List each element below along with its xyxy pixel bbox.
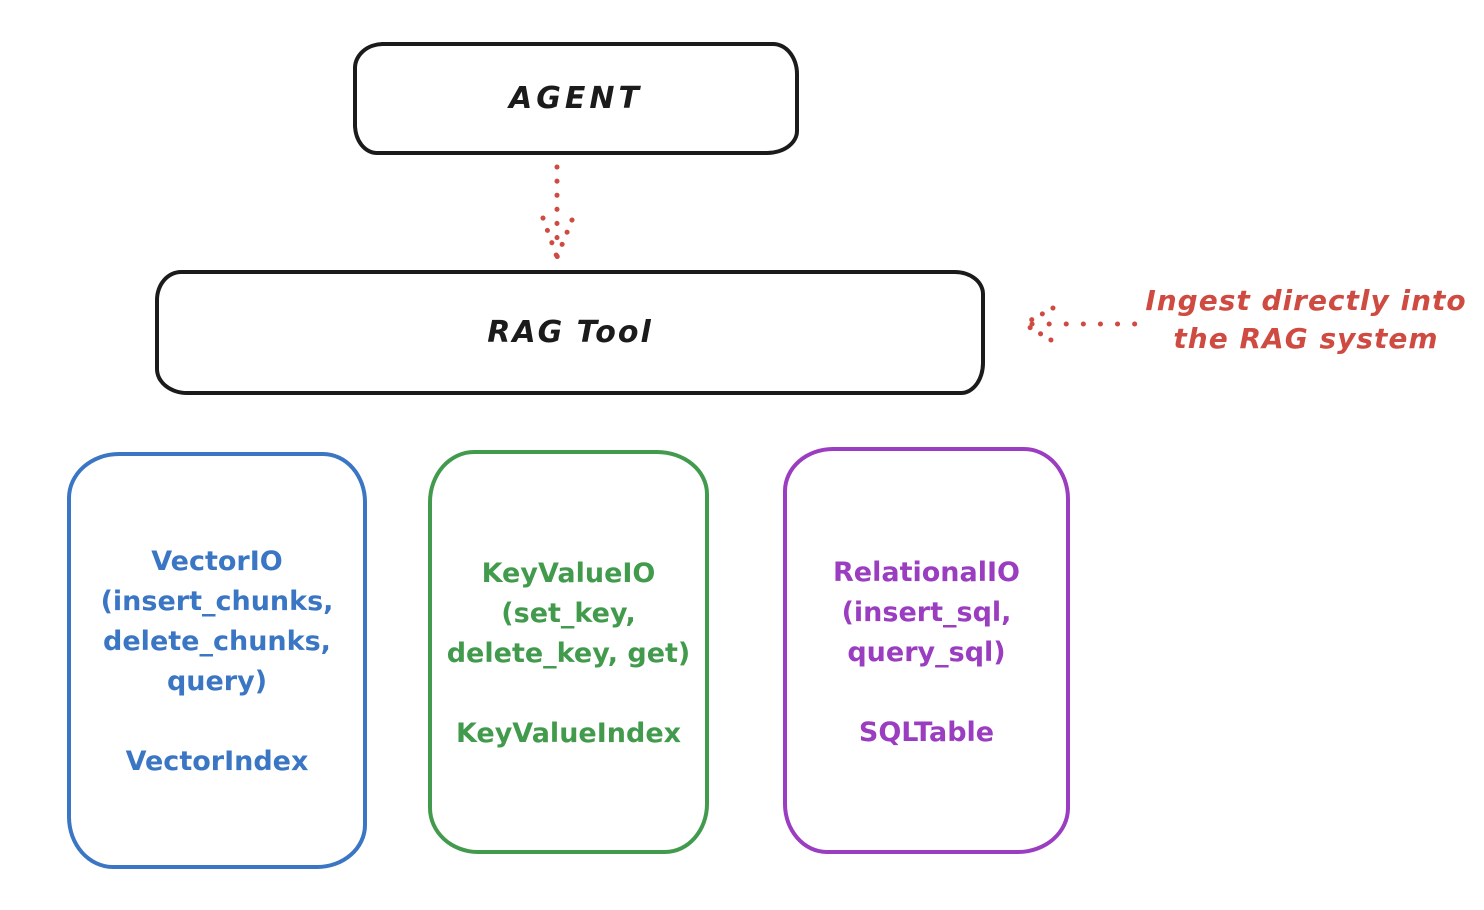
agent-label: AGENT: [509, 81, 643, 116]
rag-tool-box: RAG Tool: [155, 270, 985, 395]
vectorio-index-label: VectorIndex: [125, 746, 309, 777]
agent-box: AGENT: [353, 42, 799, 155]
vectorio-box: VectorIO (insert_chunks, delete_chunks, …: [67, 452, 367, 869]
ingest-annotation-line2: the RAG system: [1173, 322, 1439, 355]
relationalio-param-line: query_sql): [847, 637, 1006, 668]
keyvalueio-param-line: delete_key, get): [446, 638, 691, 669]
relationalio-param-line: (insert_sql,: [841, 597, 1012, 628]
arrow-down-icon: [540, 164, 575, 260]
relationalio-box: RelationalIO (insert_sql, query_sql) SQL…: [783, 447, 1070, 854]
rag-tool-label: RAG Tool: [487, 315, 653, 350]
vectorio-param-line: delete_chunks,: [103, 626, 331, 657]
arrow-left-icon: [1021, 305, 1139, 343]
keyvalueio-index-label: KeyValueIndex: [455, 718, 682, 749]
vectorio-title: VectorIO: [151, 546, 283, 577]
relationalio-title: RelationalIO: [833, 557, 1020, 588]
ingest-annotation-line1: Ingest directly into: [1145, 284, 1467, 317]
relationalio-index-label: SQLTable: [858, 717, 995, 748]
keyvalueio-param-line: (set_key,: [501, 598, 636, 629]
vectorio-param-line: (insert_chunks,: [100, 586, 334, 617]
keyvalueio-title: KeyValueIO: [481, 558, 656, 589]
ingest-annotation: Ingest directly into the RAG system: [1128, 282, 1484, 358]
keyvalueio-box: KeyValueIO (set_key, delete_key, get) Ke…: [428, 450, 709, 854]
vectorio-param-line: query): [166, 666, 268, 697]
